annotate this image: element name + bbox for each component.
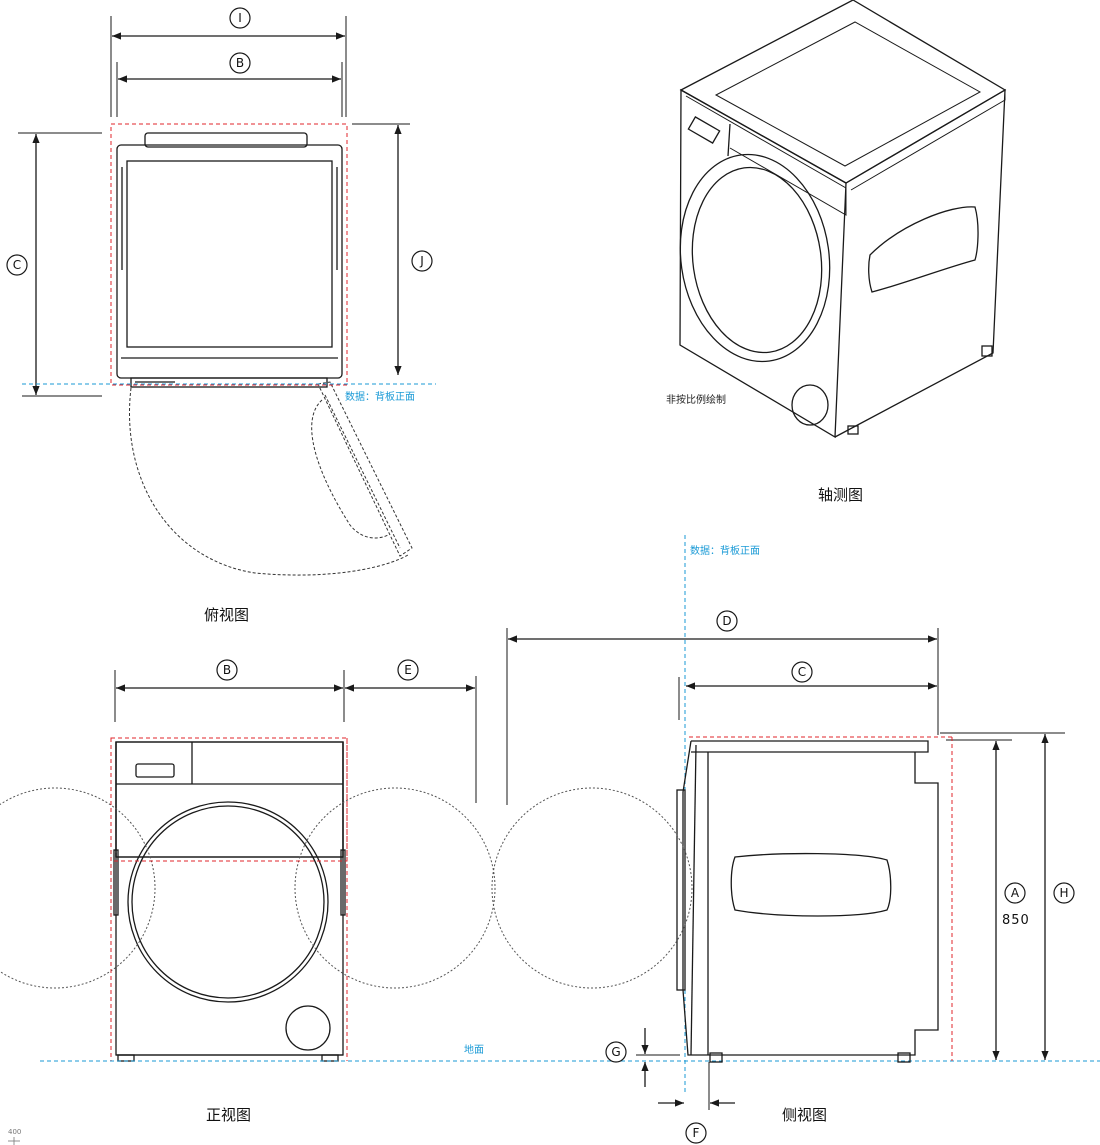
side-door-profile [676, 789, 686, 991]
bubble-e: E [397, 659, 419, 681]
bubble-b-front: B [216, 659, 238, 681]
axo-display [687, 116, 721, 144]
side-top [691, 740, 929, 753]
front-filter [285, 1005, 331, 1051]
bubble-f: F [685, 1122, 707, 1144]
axo-handle [868, 206, 979, 293]
scale-marker-label: 400 [8, 1128, 22, 1136]
datum-back-note-side: 数据：背板正面 [690, 546, 760, 557]
top-door-edge [130, 377, 328, 388]
bubble-c-side: C [791, 661, 813, 683]
bubble-a: A [1004, 882, 1026, 904]
side-handle [730, 852, 892, 917]
front-door-outer [127, 801, 329, 1003]
svg-text:H: H [1059, 886, 1068, 900]
caption-side-view: 侧视图 [782, 1106, 828, 1124]
svg-text:C: C [13, 258, 21, 272]
bubble-h: H [1053, 882, 1075, 904]
axo-side [834, 88, 1006, 438]
axo-top [679, 0, 1007, 184]
svg-text:G: G [611, 1045, 620, 1059]
top-lid-lip [144, 132, 308, 148]
datum-back-note-top: 数据：背板正面 [345, 392, 415, 403]
svg-text:D: D [722, 614, 731, 628]
axo-door [679, 153, 831, 363]
svg-text:F: F [693, 1126, 700, 1140]
bubble-j: J [411, 250, 433, 272]
bubble-c-top: C [6, 254, 28, 276]
svg-text:C: C [798, 665, 806, 679]
svg-text:J: J [419, 254, 424, 268]
axo-filter [791, 384, 829, 426]
front-swing-right [294, 787, 496, 989]
dimension-bubbles: I B C J D C B E A H G F [6, 7, 1075, 1144]
front-view [0, 670, 496, 1062]
scale-marker [8, 1137, 20, 1145]
front-swing-left [0, 787, 156, 989]
top-body [116, 144, 343, 379]
bubble-i: I [229, 7, 251, 29]
svg-text:E: E [404, 663, 412, 677]
top-envelope-guide [110, 123, 348, 386]
svg-text:A: A [1011, 886, 1020, 900]
caption-axonometric: 轴测图 [818, 486, 864, 504]
svg-text:B: B [236, 56, 244, 70]
svg-text:I: I [238, 11, 242, 25]
front-envelope-guide-a [110, 737, 348, 862]
side-view [491, 628, 1065, 1110]
dim-a-value: 850 [1002, 913, 1030, 928]
svg-text:B: B [223, 663, 231, 677]
front-door-inner [131, 805, 325, 999]
top-view [18, 16, 413, 576]
caption-top-view: 俯视图 [204, 606, 250, 624]
bubble-d: D [716, 610, 738, 632]
bubble-g: G [605, 1041, 627, 1063]
bubble-b-top: B [229, 52, 251, 74]
front-display [135, 763, 175, 778]
top-panel [126, 160, 333, 348]
side-swing [491, 787, 693, 989]
not-to-scale-note: 非按比例绘制 [666, 395, 726, 406]
side-outline [682, 740, 939, 1056]
caption-front-view: 正视图 [206, 1106, 252, 1124]
axonometric-view [679, 0, 1007, 439]
datum-ground-note: 地面 [464, 1045, 484, 1056]
